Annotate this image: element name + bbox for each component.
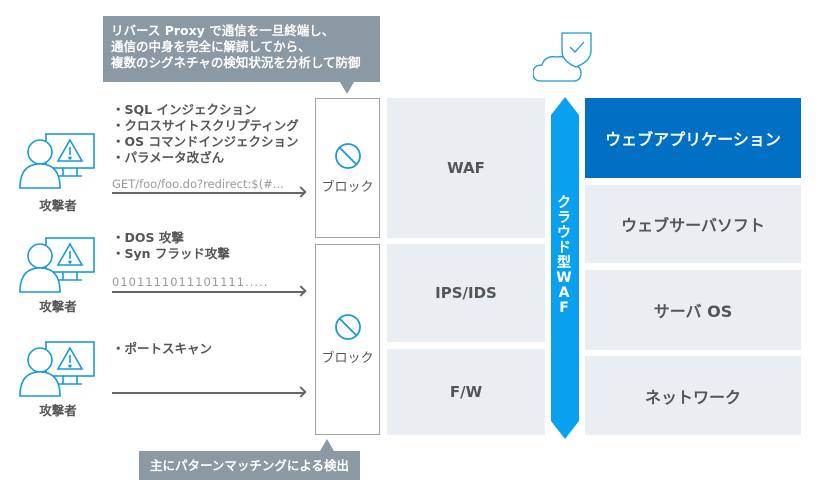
callout-pointer <box>320 439 334 451</box>
layer-web-server-software: ウェブサーバソフト <box>585 185 801 263</box>
block-label: ブロック <box>321 351 374 366</box>
layer-server-os: サーバ OS <box>585 270 801 350</box>
attacker-icon <box>19 341 95 397</box>
attack-item: ・クロスサイトスクリプティング <box>112 118 299 133</box>
label-char: ク <box>557 195 571 211</box>
attack-arrow <box>112 392 304 394</box>
defense-waf: WAF <box>387 98 545 238</box>
attack-item: ・OS コマンドインジェクション <box>112 134 299 149</box>
callout-pointer <box>340 82 354 94</box>
attacker-icon <box>19 237 95 293</box>
attack-arrow <box>112 192 304 194</box>
attacker-label: 攻撃者 <box>39 198 77 213</box>
callout-line: 複数のシグネチャの検知状況を分析して防御 <box>111 55 361 70</box>
layer-network: ネットワーク <box>585 356 801 435</box>
block-label: ブロック <box>321 179 374 195</box>
attacker-icon <box>19 133 95 189</box>
attack-item: ・パラメータ改ざん <box>112 150 225 165</box>
label-char: F <box>559 300 569 316</box>
callout-line: 通信の中身を完全に解読してから、 <box>111 39 311 54</box>
label-char: 型 <box>557 255 571 271</box>
layer-web-application: ウェブアプリケーション <box>585 98 801 178</box>
label-char: ド <box>557 240 571 256</box>
attacker-label: 攻撃者 <box>39 299 77 314</box>
attack-item: ・Syn フラッド攻撃 <box>112 246 230 261</box>
callout-pattern-matching: 主にパターンマッチングによる検出 <box>139 451 360 480</box>
attacker-label: 攻撃者 <box>39 403 77 418</box>
block-box-waf: ブロック <box>315 98 380 238</box>
cloud-shield-icon <box>533 32 592 82</box>
callout-reverse-proxy: リバース Proxy で通信を一旦終端し、 通信の中身を完全に解読してから、 複… <box>103 16 380 82</box>
attack-list-web: ・SQL インジェクション ・クロスサイトスクリプティング ・OS コマンドイン… <box>112 102 299 166</box>
payload-text: GET/foo/foo.do?redirect:$(#... <box>112 177 284 191</box>
callout-line: リバース Proxy で通信を一旦終端し、 <box>111 23 335 38</box>
block-box-network: ブロック <box>315 244 380 435</box>
defense-fw: F/W <box>387 349 545 435</box>
label-char: A <box>558 285 570 301</box>
attack-arrow <box>112 291 304 293</box>
attack-list-port: ・ポートスキャン <box>112 341 212 357</box>
attack-list-network: ・DOS 攻撃 ・Syn フラッド攻撃 <box>112 230 230 262</box>
prohibited-icon <box>334 142 361 169</box>
cloud-waf-label: ク ラ ウ ド 型 W A F <box>554 196 574 316</box>
attack-item: ・ポートスキャン <box>112 341 213 356</box>
payload-text: 0101111011101111..... <box>112 275 269 289</box>
label-char: ウ <box>557 225 571 241</box>
label-char: ラ <box>557 210 571 226</box>
defense-ips-ids: IPS/IDS <box>387 244 545 342</box>
label-char: W <box>556 270 572 286</box>
prohibited-icon <box>334 314 361 340</box>
attack-item: ・DOS 攻撃 <box>112 230 184 245</box>
cloud-waf-arrow <box>551 97 579 439</box>
attack-item: ・SQL インジェクション <box>112 102 257 117</box>
